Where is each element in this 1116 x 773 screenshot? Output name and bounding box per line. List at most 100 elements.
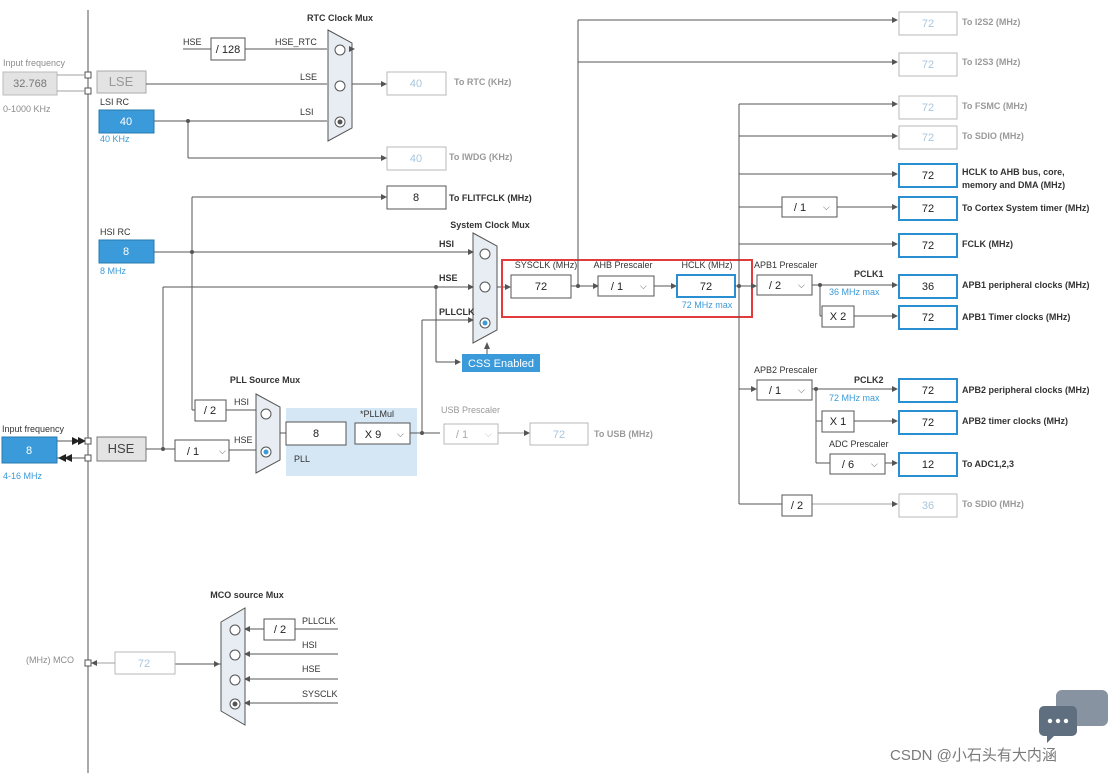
- lse-frequency-field[interactable]: [2, 71, 58, 96]
- rtc-hse-label: HSE: [183, 37, 202, 47]
- sdio2-divider: [781, 494, 813, 517]
- pll-input-box: [285, 421, 347, 446]
- lse-frequency-value: 32.768: [13, 78, 47, 90]
- sdio2-output-box: [898, 493, 958, 518]
- rtc-div128-label: / 128: [216, 44, 240, 56]
- pll-hse-label: HSE: [234, 435, 253, 445]
- mco-radio-hse[interactable]: [229, 674, 241, 686]
- apb2-prescaler-chevron: ⌵: [798, 385, 805, 395]
- fclk-output-label: FCLK (MHz): [962, 239, 1013, 249]
- rtc-output-box: [386, 71, 447, 96]
- flit-output-label: To FLITFCLK (MHz): [449, 193, 532, 203]
- sdio2-divider-value: / 2: [791, 500, 803, 512]
- sdio2-output-value: 36: [922, 500, 934, 512]
- sdio-output-label: To SDIO (MHz): [962, 131, 1024, 141]
- ahb-prescaler-value: / 1: [611, 281, 623, 293]
- flit-output-box: [386, 185, 447, 210]
- adc-output-label: To ADC1,2,3: [962, 459, 1014, 469]
- mco-radio-hsi[interactable]: [229, 649, 241, 661]
- hclk-max: 72 MHz max: [682, 300, 733, 310]
- apb2-periph-output-label: APB2 peripheral clocks (MHz): [962, 385, 1090, 395]
- hse-input-frequency-label: Input frequency: [2, 424, 65, 434]
- sysmux-radio-hsi[interactable]: [479, 248, 491, 260]
- pll-source-radio-hsi[interactable]: [260, 408, 272, 420]
- apb1-periph-output-label: APB1 peripheral clocks (MHz): [962, 280, 1090, 290]
- pllmul-label: *PLLMul: [360, 409, 394, 419]
- usb-output-label: To USB (MHz): [594, 429, 653, 439]
- right-outputs: 72 To I2S2 (MHz) 72 To I2S3 (MHz) 72 To …: [754, 11, 1090, 518]
- apb1-prescaler-value: / 2: [769, 280, 781, 292]
- adc-prescaler-label: ADC Prescaler: [829, 439, 889, 449]
- adc-output-value: 12: [922, 459, 934, 471]
- mco-hsi-label: HSI: [302, 640, 317, 650]
- iwdg-output-label: To IWDG (KHz): [449, 152, 512, 162]
- rtc-mux-radio-hse[interactable]: [334, 44, 346, 56]
- pll-hsi-label: HSI: [234, 397, 249, 407]
- mco-radio-pllclk[interactable]: [229, 624, 241, 636]
- apb1-periph-output-value: 36: [922, 281, 934, 293]
- watermark: CSDN @小石头有大内涵: [890, 747, 1057, 764]
- pll-input-value: 8: [313, 428, 319, 440]
- usb-prescaler-chevron: ⌵: [485, 429, 492, 439]
- iwdg-output-value: 40: [410, 153, 422, 165]
- pllmul-chevron: ⌵: [397, 429, 404, 439]
- sdio-output-box: [898, 125, 958, 150]
- pll-source-mux[interactable]: [255, 393, 281, 474]
- css-enabled-button[interactable]: [462, 354, 540, 372]
- sysclk-value: 72: [535, 281, 547, 293]
- pll-hse-divider-value: / 1: [187, 446, 199, 458]
- cortex-divider-select[interactable]: [781, 196, 838, 218]
- apb1-prescaler-label: APB1 Prescaler: [754, 260, 818, 270]
- pclk2-label: PCLK2: [854, 375, 884, 385]
- i2s2-output-box: [898, 11, 958, 36]
- hsi-rc-unit: 8 MHz: [100, 266, 127, 276]
- usb-prescaler-title: USB Prescaler: [441, 405, 500, 415]
- rtc-hse-rtc-label: HSE_RTC: [275, 37, 317, 47]
- hclk-ahb-output-value: 72: [922, 170, 934, 182]
- apb2-prescaler-select[interactable]: [756, 379, 813, 401]
- hclk-ahb-output-label-1: HCLK to AHB bus, core,: [962, 167, 1065, 177]
- cortex-output-value: 72: [922, 203, 934, 215]
- i2s2-output-label: To I2S2 (MHz): [962, 17, 1020, 27]
- i2s2-output-value: 72: [922, 18, 934, 30]
- lsi-rc-value: 40: [120, 116, 132, 128]
- lse-pin: [84, 71, 92, 79]
- apb2-timer-output-label: APB2 timer clocks (MHz): [962, 416, 1068, 426]
- fclk-output-box: [898, 233, 958, 258]
- rtc-lsi-label: LSI: [300, 107, 314, 117]
- hsi-rc-value: 8: [123, 246, 129, 258]
- fclk-output-value: 72: [922, 240, 934, 252]
- system-clock-mux-title: System Clock Mux: [450, 220, 530, 230]
- ahb-prescaler-label: AHB Prescaler: [593, 260, 652, 270]
- adc-prescaler-select[interactable]: [829, 453, 886, 475]
- ahb-prescaler-chevron: ⌵: [640, 281, 647, 291]
- cortex-divider-chevron: ⌵: [823, 202, 830, 212]
- rtc-mux-radio-lse[interactable]: [334, 80, 346, 92]
- mco-source-mux[interactable]: [220, 607, 246, 726]
- fsmc-output-value: 72: [922, 102, 934, 114]
- sysclk-label: SYSCLK (MHz): [515, 260, 578, 270]
- usb-prescaler-select[interactable]: [443, 423, 499, 445]
- lse-range: 0-1000 KHz: [3, 104, 51, 114]
- sysmux-radio-hse[interactable]: [479, 281, 491, 293]
- sysmux-hsi-label: HSI: [439, 239, 454, 249]
- cortex-divider-value: / 1: [794, 202, 806, 214]
- hse-frequency-field[interactable]: [1, 436, 58, 464]
- hse-range: 4-16 MHz: [3, 471, 43, 481]
- i2s3-output-label: To I2S3 (MHz): [962, 57, 1020, 67]
- apb1-timer-output-label: APB1 Timer clocks (MHz): [962, 312, 1070, 322]
- apb2-timer-output-box: [898, 410, 958, 435]
- rtc-output-label: To RTC (KHz): [454, 77, 511, 87]
- hclk-ahb-output-label-2: memory and DMA (MHz): [962, 180, 1065, 190]
- pclk1-label: PCLK1: [854, 269, 884, 279]
- apb2-periph-output-value: 72: [922, 385, 934, 397]
- lsi-rc-label: LSI RC: [100, 97, 130, 107]
- arrowheads: [91, 17, 898, 706]
- sdio-output-value: 72: [922, 132, 934, 144]
- lse-label: LSE: [109, 74, 134, 89]
- hse-frequency-value: 8: [26, 445, 32, 457]
- pll-hse-divider-chevron: ⌵: [219, 446, 226, 456]
- apb2-timer-output-value: 72: [922, 417, 934, 429]
- apb2-prescaler-label: APB2 Prescaler: [754, 365, 818, 375]
